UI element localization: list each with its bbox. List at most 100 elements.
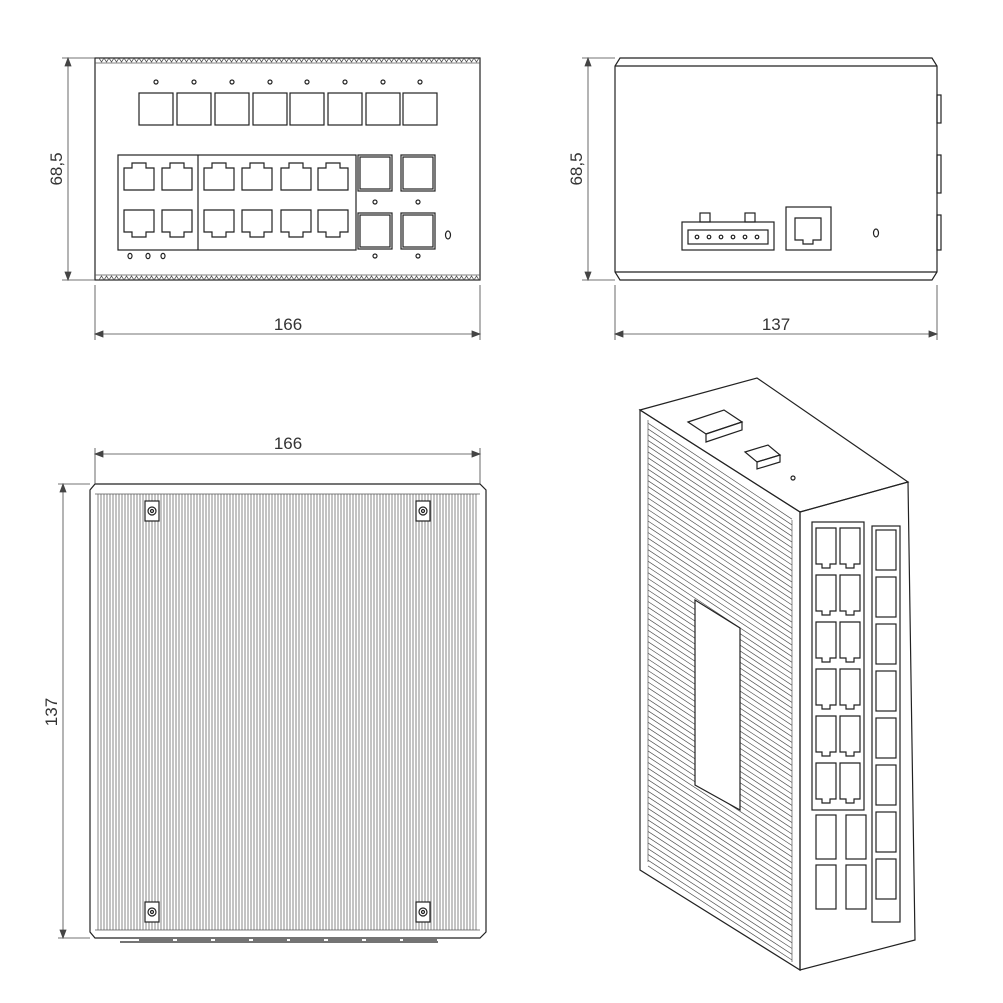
iso-label-area xyxy=(694,598,741,812)
iso-sfp-port xyxy=(875,623,897,665)
rj45-port xyxy=(241,209,273,238)
led-indicator xyxy=(372,199,378,205)
side-tab xyxy=(936,214,942,251)
terminal-pin xyxy=(706,234,712,240)
led-indicator xyxy=(127,252,133,260)
iso-rj45-port xyxy=(839,762,861,804)
sfp-port xyxy=(214,92,250,126)
iso-rj45-port xyxy=(839,574,861,616)
rj45-block xyxy=(117,154,357,251)
rj45-port xyxy=(317,162,349,191)
iso-rj45-port xyxy=(839,668,861,710)
front-serrations xyxy=(95,57,480,281)
rj45-port xyxy=(241,162,273,191)
fin-lines xyxy=(97,494,477,930)
iso-rj45-port xyxy=(815,668,837,710)
sfp-port-right xyxy=(357,154,436,259)
rj45-port xyxy=(161,162,193,191)
iso-front-face xyxy=(799,481,916,971)
iso-rj45-port xyxy=(815,621,837,663)
terminal-pin xyxy=(730,234,736,240)
side-dimensions xyxy=(582,56,939,340)
top-outline xyxy=(89,483,487,939)
heatsink-fins xyxy=(95,493,480,931)
iso-sfp-port xyxy=(875,811,897,853)
side-tab xyxy=(936,154,942,194)
sfp-port xyxy=(357,154,393,192)
sfp-port xyxy=(138,92,174,126)
console-rj45-port xyxy=(785,206,832,251)
iso-rj45-port xyxy=(839,715,861,757)
front-view xyxy=(94,57,481,281)
iso-terminal-block xyxy=(686,409,744,443)
iso-sfp-port xyxy=(875,670,897,712)
led-indicator xyxy=(444,230,452,240)
led-indicator xyxy=(372,253,378,259)
rj45-port xyxy=(161,209,193,238)
reset-hole xyxy=(872,228,880,238)
sfp-port xyxy=(289,92,325,126)
top-width-label: 166 xyxy=(274,434,302,453)
led-indicator xyxy=(191,79,197,85)
iso-rj45-port xyxy=(839,527,861,569)
sfp-port xyxy=(176,92,212,126)
iso-console-port xyxy=(743,444,782,470)
terminal-pin xyxy=(742,234,748,240)
iso-sfp-port xyxy=(875,576,897,618)
rj45-port xyxy=(280,162,312,191)
sfp-port xyxy=(327,92,363,126)
led-indicator xyxy=(342,79,348,85)
rj45-port xyxy=(317,209,349,238)
terminal-block-connector xyxy=(681,212,775,251)
iso-sfp-port xyxy=(875,858,897,900)
iso-sfp-port xyxy=(815,864,837,910)
side-tab xyxy=(936,94,942,124)
rj45-port xyxy=(280,209,312,238)
sfp-port-row xyxy=(138,79,438,126)
led-indicator xyxy=(229,79,235,85)
terminal-pin xyxy=(754,234,760,240)
led-indicator xyxy=(160,252,166,260)
led-indicator xyxy=(304,79,310,85)
top-dimensions xyxy=(58,448,482,940)
front-height-label: 68,5 xyxy=(47,152,66,185)
rj45-port xyxy=(203,162,235,191)
led-indicator xyxy=(153,79,159,85)
front-width-label: 166 xyxy=(274,315,302,334)
iso-sfp-column xyxy=(871,525,901,923)
front-outline xyxy=(94,57,481,281)
led-indicator xyxy=(417,79,423,85)
iso-rj45-block xyxy=(811,521,865,811)
led-indicator xyxy=(415,199,421,205)
iso-sfp-port xyxy=(845,864,867,910)
rj45-port xyxy=(123,209,155,238)
sfp-port xyxy=(365,92,401,126)
sfp-port xyxy=(400,154,436,192)
mounting-screw xyxy=(144,901,160,923)
sfp-port xyxy=(357,212,393,250)
led-indicator xyxy=(380,79,386,85)
terminal-pin xyxy=(718,234,724,240)
side-depth-label: 137 xyxy=(762,315,790,334)
led-indicator xyxy=(145,252,151,260)
mounting-screw xyxy=(415,901,431,923)
iso-front-ports xyxy=(811,521,901,923)
terminal-pin xyxy=(694,234,700,240)
mounting-screw xyxy=(415,500,431,522)
sfp-port xyxy=(400,212,436,250)
led-indicator xyxy=(267,79,273,85)
side-height-label: 68,5 xyxy=(567,152,586,185)
iso-rj45-port xyxy=(815,574,837,616)
side-view xyxy=(614,57,942,281)
top-view xyxy=(89,483,487,943)
iso-led xyxy=(790,475,796,481)
iso-rj45-port xyxy=(815,715,837,757)
iso-rj45-port xyxy=(815,527,837,569)
iso-sfp-port xyxy=(875,529,897,571)
top-depth-label: 137 xyxy=(42,698,61,726)
rj45-port xyxy=(203,209,235,238)
side-outline xyxy=(614,57,938,281)
iso-sfp-port xyxy=(845,814,867,860)
front-port-tabs xyxy=(120,939,438,943)
